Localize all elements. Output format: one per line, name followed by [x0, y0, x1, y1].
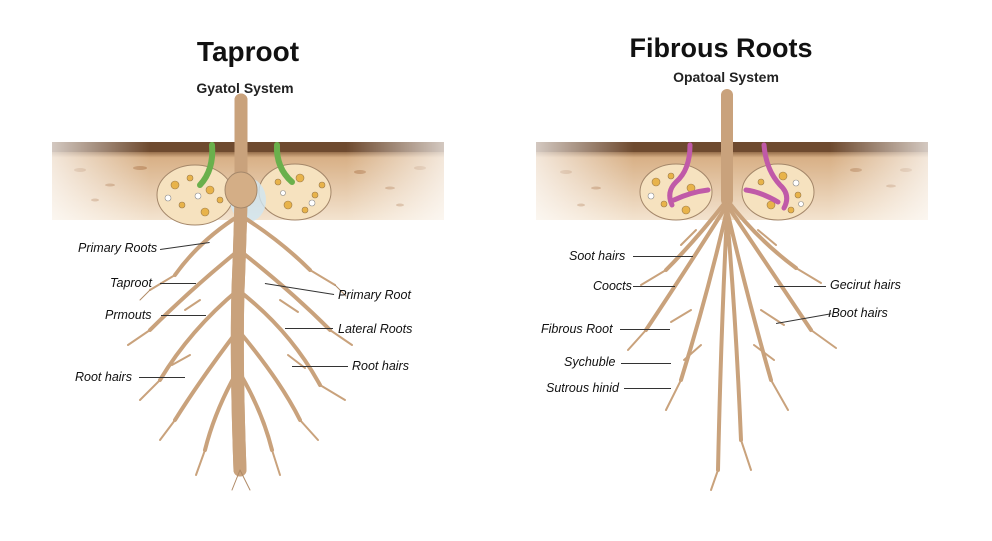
label-boot-hairs: ıBoot hairs: [828, 306, 888, 320]
leader-gecirut-hairs: [774, 286, 826, 287]
leader-fibrous-root: [620, 329, 670, 330]
taproot-subtitle: Gyatol System: [196, 80, 294, 96]
fibrous-title: Fibrous Roots: [629, 33, 813, 63]
leader-sutrous-hinid: [624, 388, 671, 389]
leader-sychuble: [621, 363, 671, 364]
leader-root-hairs-right: [292, 366, 348, 367]
fibrous-illustration: [536, 89, 928, 491]
taproot-illustration: [52, 93, 444, 491]
leader-coocts: [633, 286, 675, 287]
label-gecirut-hairs: Gecirut hairs: [830, 278, 901, 292]
label-root-hairs-left: Root hairs: [75, 370, 132, 384]
right-sprout: [273, 142, 295, 185]
label-lateral-roots: Lateral Roots: [338, 322, 413, 336]
label-sychuble: Sychuble: [564, 355, 616, 369]
fibrous-subtitle: Opatoal System: [673, 69, 779, 85]
leader-soot-hairs: [633, 256, 693, 257]
fibrous-roots: [627, 89, 837, 491]
label-fibrous-root: Fibrous Root: [541, 322, 613, 336]
taproot-title: Taproot: [196, 36, 300, 67]
label-taproot: Taproot: [110, 276, 152, 290]
taproot-panel: Taproot Gyatol System: [52, 36, 444, 491]
label-primary-root: Primary Root: [338, 288, 411, 302]
pink-sprouts: [667, 142, 790, 211]
leader-taproot: [160, 283, 196, 284]
label-sutrous-hinid: Sutrous hinid: [546, 381, 619, 395]
label-primary-roots: Primary Roots: [78, 241, 158, 255]
leader-prmouts: [161, 315, 206, 316]
label-soot-hairs: Soot hairs: [569, 249, 626, 263]
fibrous-panel: Fibrous Roots Opatoal System: [496, 0, 992, 541]
leader-lateral-roots: [285, 328, 333, 329]
label-coocts: Coocts: [593, 279, 632, 293]
soil-particle-clusters: [639, 163, 815, 221]
leader-root-hairs-left: [139, 377, 185, 378]
label-prmouts: Prmouts: [105, 308, 152, 322]
left-sprout: [197, 142, 216, 188]
label-root-hairs-right: Root hairs: [352, 359, 409, 373]
